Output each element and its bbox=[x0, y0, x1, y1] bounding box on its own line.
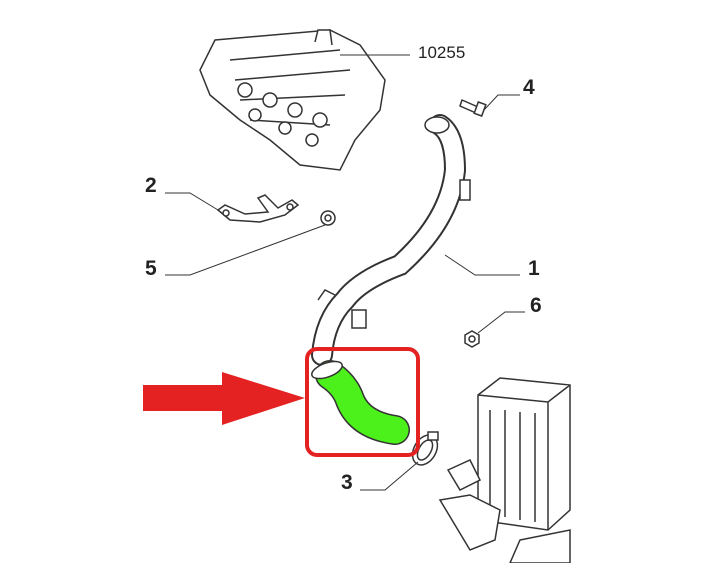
highlighted-hose bbox=[311, 360, 410, 445]
label-6: 6 bbox=[530, 294, 542, 317]
intercooler-pipe bbox=[311, 114, 471, 366]
intercooler bbox=[438, 377, 571, 563]
bracket bbox=[216, 194, 300, 223]
intake-manifold bbox=[199, 29, 386, 171]
label-2: 2 bbox=[145, 174, 157, 197]
label-3: 3 bbox=[341, 471, 353, 494]
label-5: 5 bbox=[145, 257, 157, 280]
small-nut bbox=[320, 210, 336, 226]
label-1: 1 bbox=[528, 257, 540, 280]
label-4: 4 bbox=[523, 76, 535, 99]
label-10255: 10255 bbox=[418, 43, 466, 62]
bolt bbox=[459, 98, 487, 117]
red-arrow bbox=[143, 372, 305, 425]
hose-clamp bbox=[411, 431, 439, 466]
nut bbox=[464, 330, 480, 348]
highlight-box bbox=[305, 347, 420, 457]
